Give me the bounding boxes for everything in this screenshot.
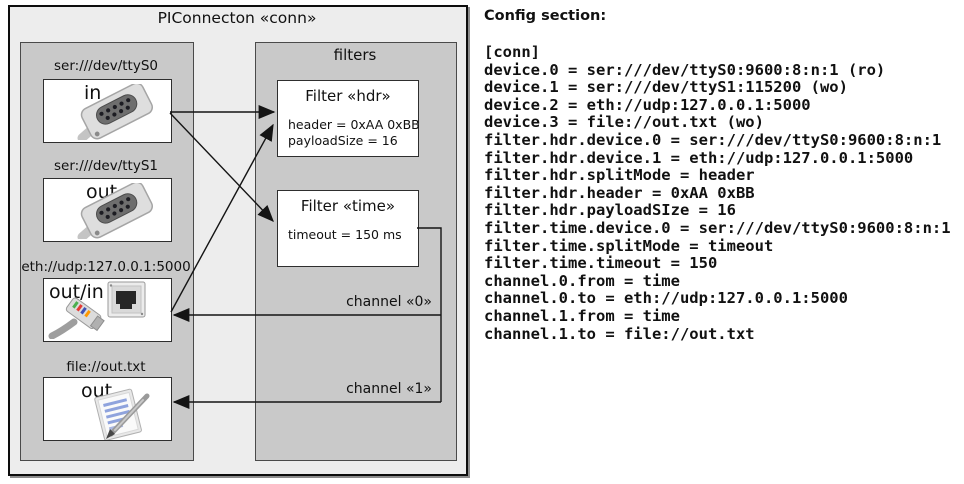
config-line: channel.1.from = time — [484, 306, 680, 325]
filter-time-box: Filter «time» timeout = 150 ms — [277, 190, 419, 267]
config-line: filter.hdr.header = 0xAA 0xBB — [484, 183, 755, 202]
serial-connector-icon — [77, 84, 154, 140]
ethernet-connector-icon — [48, 281, 146, 339]
serial-connector-icon — [77, 183, 154, 239]
config-line: channel.0.to = eth://udp:127.0.0.1:5000 — [484, 289, 848, 308]
config-line: filter.hdr.device.0 = ser:///dev/ttyS0:9… — [484, 130, 942, 149]
config-line: device.0 = ser:///dev/ttyS0:9600:8:n:1 (… — [484, 60, 886, 79]
filters-group-title: filters — [333, 46, 377, 64]
device-ttyS0-label: ser:///dev/ttyS0 — [54, 58, 158, 74]
config-section-title: Config section: — [484, 8, 607, 24]
connector-title: PIConnecton «conn» — [157, 9, 317, 27]
device-ttyS0-box: in — [43, 79, 172, 143]
channel-1-label: channel «1» — [346, 381, 432, 397]
config-line: device.2 = eth://udp:127.0.0.1:5000 — [484, 95, 811, 114]
config-line: channel.1.to = file://out.txt — [484, 324, 755, 343]
device-eth-label: eth://udp:127.0.0.1:5000 — [21, 259, 191, 275]
filter-hdr-box: Filter «hdr» header = 0xAA 0xBB payloadS… — [277, 80, 420, 157]
config-line: filter.time.timeout = 150 — [484, 254, 718, 273]
filter-time-title: Filter «time» — [300, 197, 396, 215]
config-line: filter.time.device.0 = ser:///dev/ttyS0:… — [484, 218, 951, 237]
device-ttyS1-label: ser:///dev/ttyS1 — [54, 158, 158, 174]
filter-hdr-props: header = 0xAA 0xBB payloadSize = 16 — [288, 117, 420, 149]
device-file-label: file://out.txt — [66, 359, 146, 375]
filter-time-props: timeout = 150 ms — [288, 227, 402, 243]
filter-hdr-prop-payload: payloadSize = 16 — [288, 133, 398, 148]
notepad-file-icon — [94, 388, 150, 440]
filter-hdr-title: Filter «hdr» — [305, 87, 391, 105]
config-line: device.1 = ser:///dev/ttyS1:115200 (wo) — [484, 78, 848, 97]
device-eth-box: out/in — [43, 278, 172, 342]
config-line: device.3 = file://out.txt (wo) — [484, 113, 764, 132]
device-eth-role: out/in — [49, 281, 104, 303]
filter-hdr-prop-header: header = 0xAA 0xBB — [288, 117, 420, 132]
device-ttyS1-box: out — [43, 178, 172, 242]
config-line: channel.0.from = time — [484, 271, 680, 290]
device-ttyS0-role: in — [84, 82, 102, 104]
device-file-box: out — [43, 377, 172, 441]
config-section: Config section: [conn] device.0 = ser://… — [484, 8, 962, 343]
config-line: filter.hdr.device.1 = eth://udp:127.0.0.… — [484, 148, 914, 167]
config-line: [conn] — [484, 43, 540, 61]
channel-0-label: channel «0» — [346, 294, 432, 310]
config-line: filter.time.splitMode = timeout — [484, 236, 774, 255]
config-line: filter.hdr.payloadSIze = 16 — [484, 201, 736, 220]
filter-time-prop-timeout: timeout = 150 ms — [288, 227, 402, 242]
config-line: filter.hdr.splitMode = header — [484, 166, 755, 185]
